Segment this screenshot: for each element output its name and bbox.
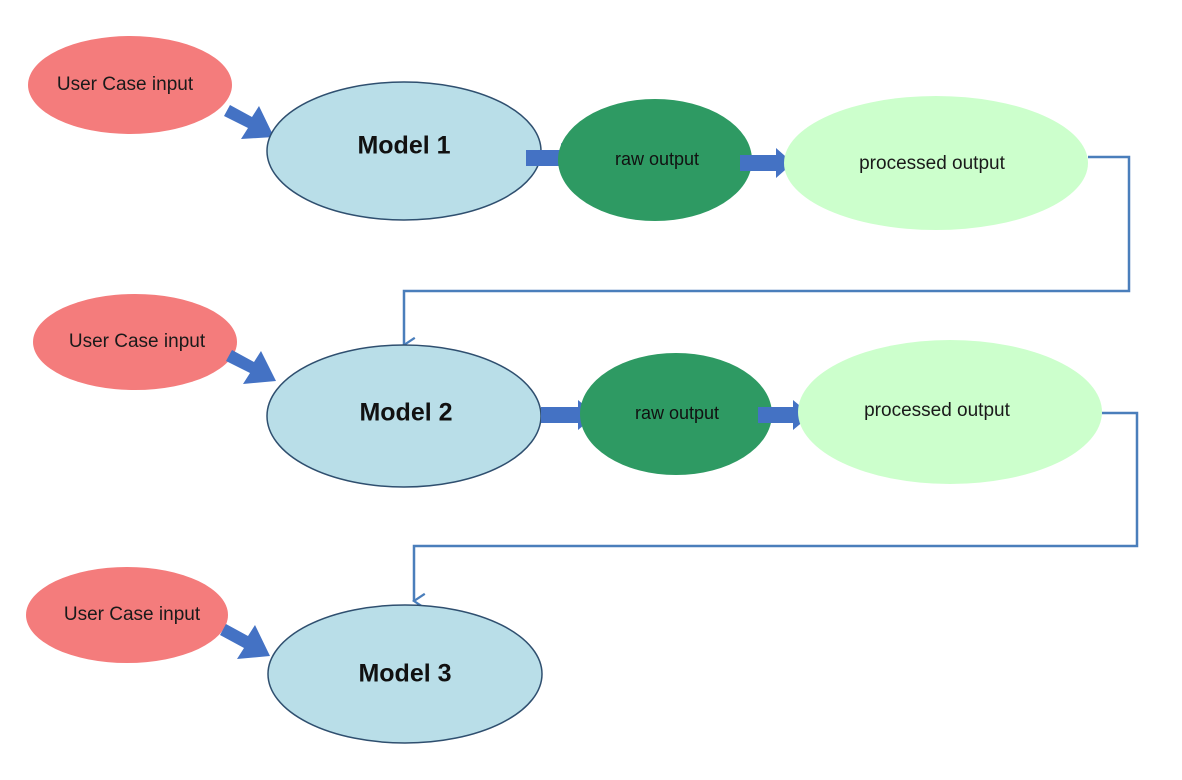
user-case-input-label-3: User Case input bbox=[64, 604, 201, 625]
processed-output-node-2 bbox=[798, 340, 1102, 484]
raw-output-node-2 bbox=[580, 353, 772, 475]
user-case-input-label-2: User Case input bbox=[69, 331, 206, 352]
input-arrow-2 bbox=[226, 350, 276, 384]
user-case-input-label-1: User Case input bbox=[57, 74, 194, 95]
model-label-1: Model 1 bbox=[357, 132, 450, 160]
raw-output-label-2: raw output bbox=[635, 403, 719, 423]
processed-output-label-1: processed output bbox=[859, 153, 1005, 174]
model-node-3 bbox=[267, 604, 543, 744]
model-label-3: Model 3 bbox=[358, 660, 451, 688]
connector-row1-to-model2 bbox=[404, 155, 1131, 345]
raw-output-node-1 bbox=[558, 99, 752, 221]
processed-output-node-1 bbox=[784, 96, 1088, 230]
raw-to-processed-arrow-2 bbox=[758, 400, 811, 430]
connector-row2-to-model3 bbox=[414, 411, 1139, 601]
input-arrow-3 bbox=[220, 624, 270, 659]
user-case-input-node-2 bbox=[33, 294, 237, 390]
model-label-2: Model 2 bbox=[359, 399, 452, 427]
raw-to-processed-arrow-1 bbox=[740, 148, 793, 178]
raw-output-label-1: raw output bbox=[615, 149, 699, 169]
input-arrow-1 bbox=[224, 105, 274, 139]
processed-output-label-2: processed output bbox=[864, 400, 1010, 421]
user-case-input-node-3 bbox=[26, 567, 228, 663]
user-case-input-node-1 bbox=[28, 36, 232, 134]
